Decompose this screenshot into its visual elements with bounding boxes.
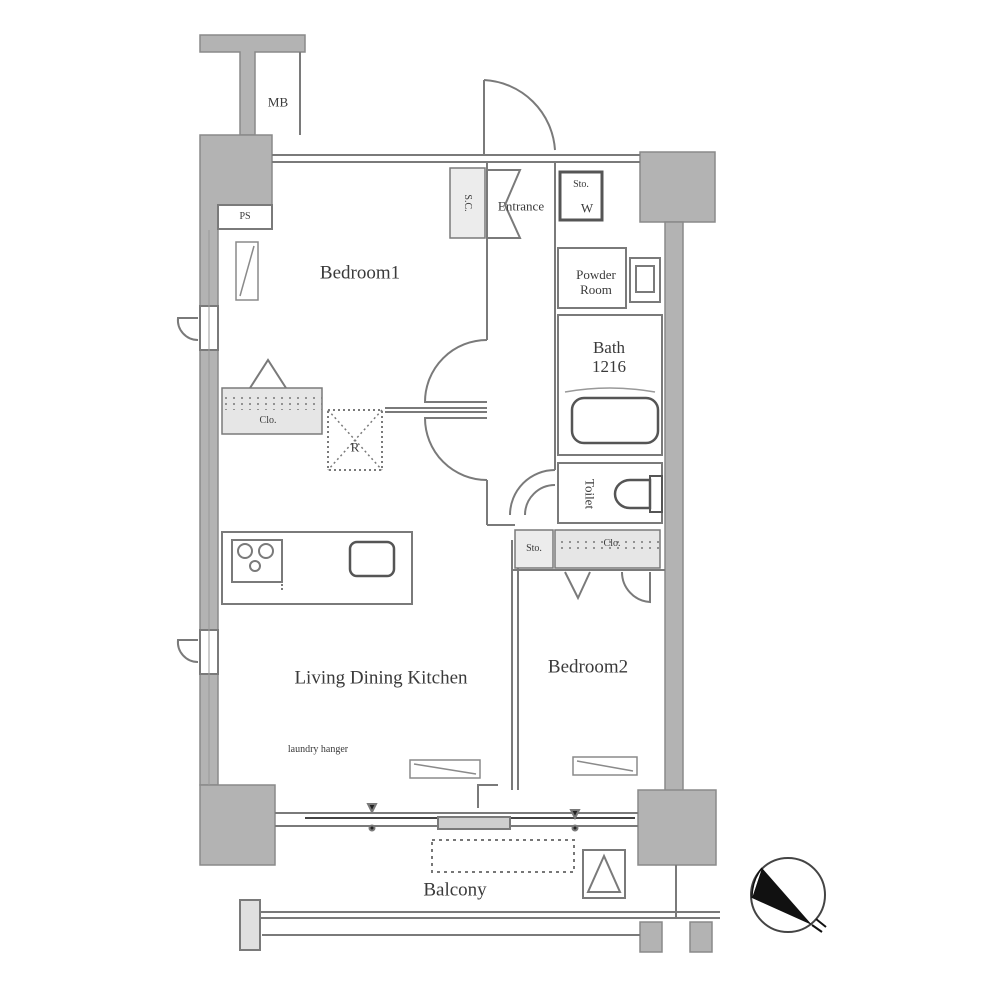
bedroom2-label: Bedroom2	[547, 656, 629, 678]
ps-label: PS	[239, 211, 251, 222]
bath-fixtures	[564, 387, 663, 513]
mb-label: MB	[267, 94, 289, 110]
column-top-left	[199, 134, 273, 786]
storage2	[514, 529, 554, 569]
evac-hatch	[582, 849, 626, 899]
ldk-label: Living Dining Kitchen	[294, 667, 468, 689]
bath-label: Bath 1216	[592, 339, 626, 375]
balcony-post-1	[639, 921, 663, 953]
laundry-pole-area	[431, 839, 575, 873]
right-wall	[664, 221, 684, 793]
bathtub	[570, 396, 660, 445]
toilet-label: Toilet	[582, 478, 598, 510]
shoe-cupboard	[449, 167, 486, 239]
ldk-door	[423, 417, 488, 481]
closets	[221, 167, 661, 569]
refrigerator-label: R	[350, 439, 360, 455]
north-arrow-icon	[750, 857, 827, 933]
washer-label: W	[580, 200, 594, 216]
washer-storage-label: Sto.	[573, 179, 589, 190]
shoe-cupboard-label: S.C.	[462, 194, 473, 212]
powder-room-line2: Room	[580, 282, 612, 297]
entrance-door	[483, 79, 556, 155]
bath-line1: Bath	[592, 338, 626, 357]
powder-room-label: Powder Room	[576, 268, 616, 296]
storage2-label: Sto.	[526, 543, 542, 554]
bedroom1-label: Bedroom1	[319, 262, 401, 284]
closet1-label: Clo.	[259, 415, 277, 426]
bath-size: 1216	[592, 357, 626, 376]
balcony	[239, 839, 720, 951]
balcony-label: Balcony	[423, 879, 487, 901]
column-top-right	[639, 151, 716, 223]
kitchen-sink	[348, 540, 396, 578]
toilet-bowl	[613, 478, 652, 510]
laundry-hanger-label: laundry hanger	[287, 744, 349, 755]
interior-walls	[217, 52, 665, 808]
closet2-label: Clo.	[603, 538, 621, 549]
column-bottom-right	[637, 789, 717, 866]
bedroom1-door	[423, 339, 488, 403]
kitchen-counter	[221, 531, 413, 605]
ac-units	[235, 241, 638, 779]
column-bottom-left	[199, 784, 276, 866]
mb-wall	[199, 34, 306, 136]
entrance-label: Entrance	[497, 198, 545, 214]
powder-room-line1: Powder	[576, 267, 616, 282]
closet1	[221, 387, 323, 435]
walls	[199, 34, 717, 953]
refrigerator-space	[327, 409, 383, 471]
toilet-door	[509, 469, 556, 516]
windows	[208, 230, 638, 832]
balcony-post-2	[689, 921, 713, 953]
